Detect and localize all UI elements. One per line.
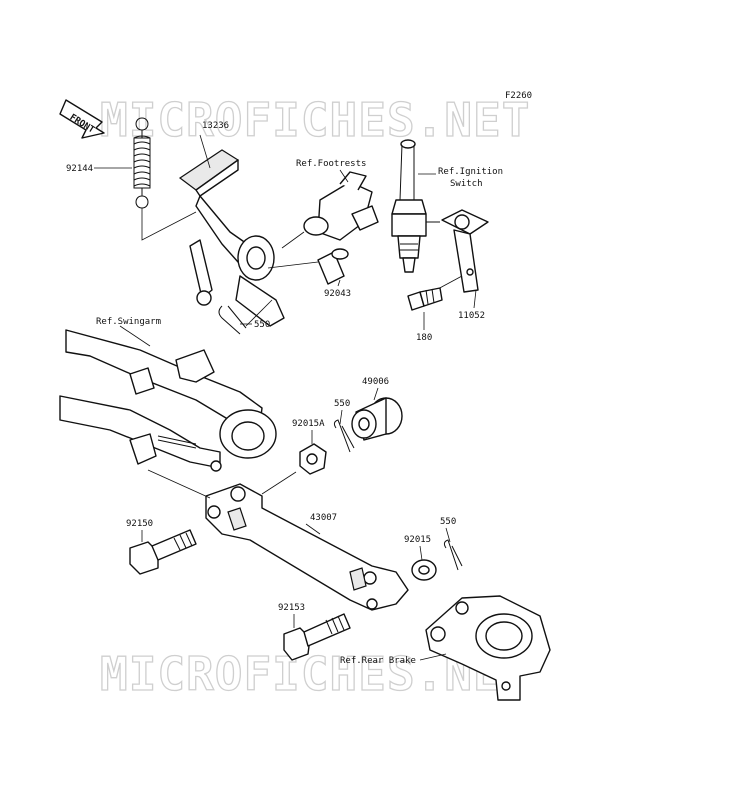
- ignition-switch: [391, 139, 440, 273]
- callout-92153: 92153: [278, 603, 305, 613]
- cotter-pin-550-a: [218, 305, 247, 335]
- callout-ref-ignition: Ref.Ignition: [438, 167, 503, 177]
- callout-92043: 92043: [324, 289, 351, 299]
- footrest-bracket: [303, 171, 379, 241]
- bolt-92153: [283, 613, 351, 661]
- callout-13236: 13236: [202, 121, 229, 131]
- callout-ref-swingarm: Ref.Swingarm: [96, 317, 161, 327]
- tie-rod-43007: [205, 483, 409, 611]
- rear-brake-bracket: [425, 595, 551, 701]
- bolt-180: [407, 287, 443, 311]
- callout-49006: 49006: [362, 377, 389, 387]
- callout-43007: 43007: [310, 513, 337, 523]
- cotter-pin-550-b: [333, 419, 355, 453]
- callout-180: 180: [416, 333, 432, 343]
- callout-550-c: 550: [440, 517, 456, 527]
- swingarm: [59, 329, 277, 472]
- diagram-code: F2260: [505, 91, 532, 101]
- callout-11052: 11052: [458, 311, 485, 321]
- brake-pedal-13236: [178, 149, 285, 327]
- callout-92144: 92144: [66, 164, 93, 174]
- nut-92015: [411, 559, 437, 581]
- callout-92015A: 92015A: [292, 419, 325, 429]
- pin-92043: [317, 248, 349, 285]
- collar-49006: [351, 397, 403, 441]
- cotter-pin-550-c: [443, 539, 463, 571]
- callout-92150: 92150: [126, 519, 153, 529]
- callout-ref-rear-brake: Ref.Rear Brake: [340, 656, 416, 666]
- callout-550-b: 550: [334, 399, 350, 409]
- front-arrow-icon: FRONT: [59, 99, 105, 139]
- callout-92015: 92015: [404, 535, 431, 545]
- bolt-92150: [129, 529, 197, 575]
- bracket-11052: [441, 209, 489, 293]
- spring-92144: [133, 117, 151, 209]
- callout-ref-ignition-switch: Switch: [450, 179, 483, 189]
- nut-92015A: [299, 443, 327, 475]
- callout-ref-footrests: Ref.Footrests: [296, 159, 366, 169]
- watermark-top: MICROFICHES.NET: [100, 93, 530, 147]
- callout-550-a: 550: [254, 320, 270, 330]
